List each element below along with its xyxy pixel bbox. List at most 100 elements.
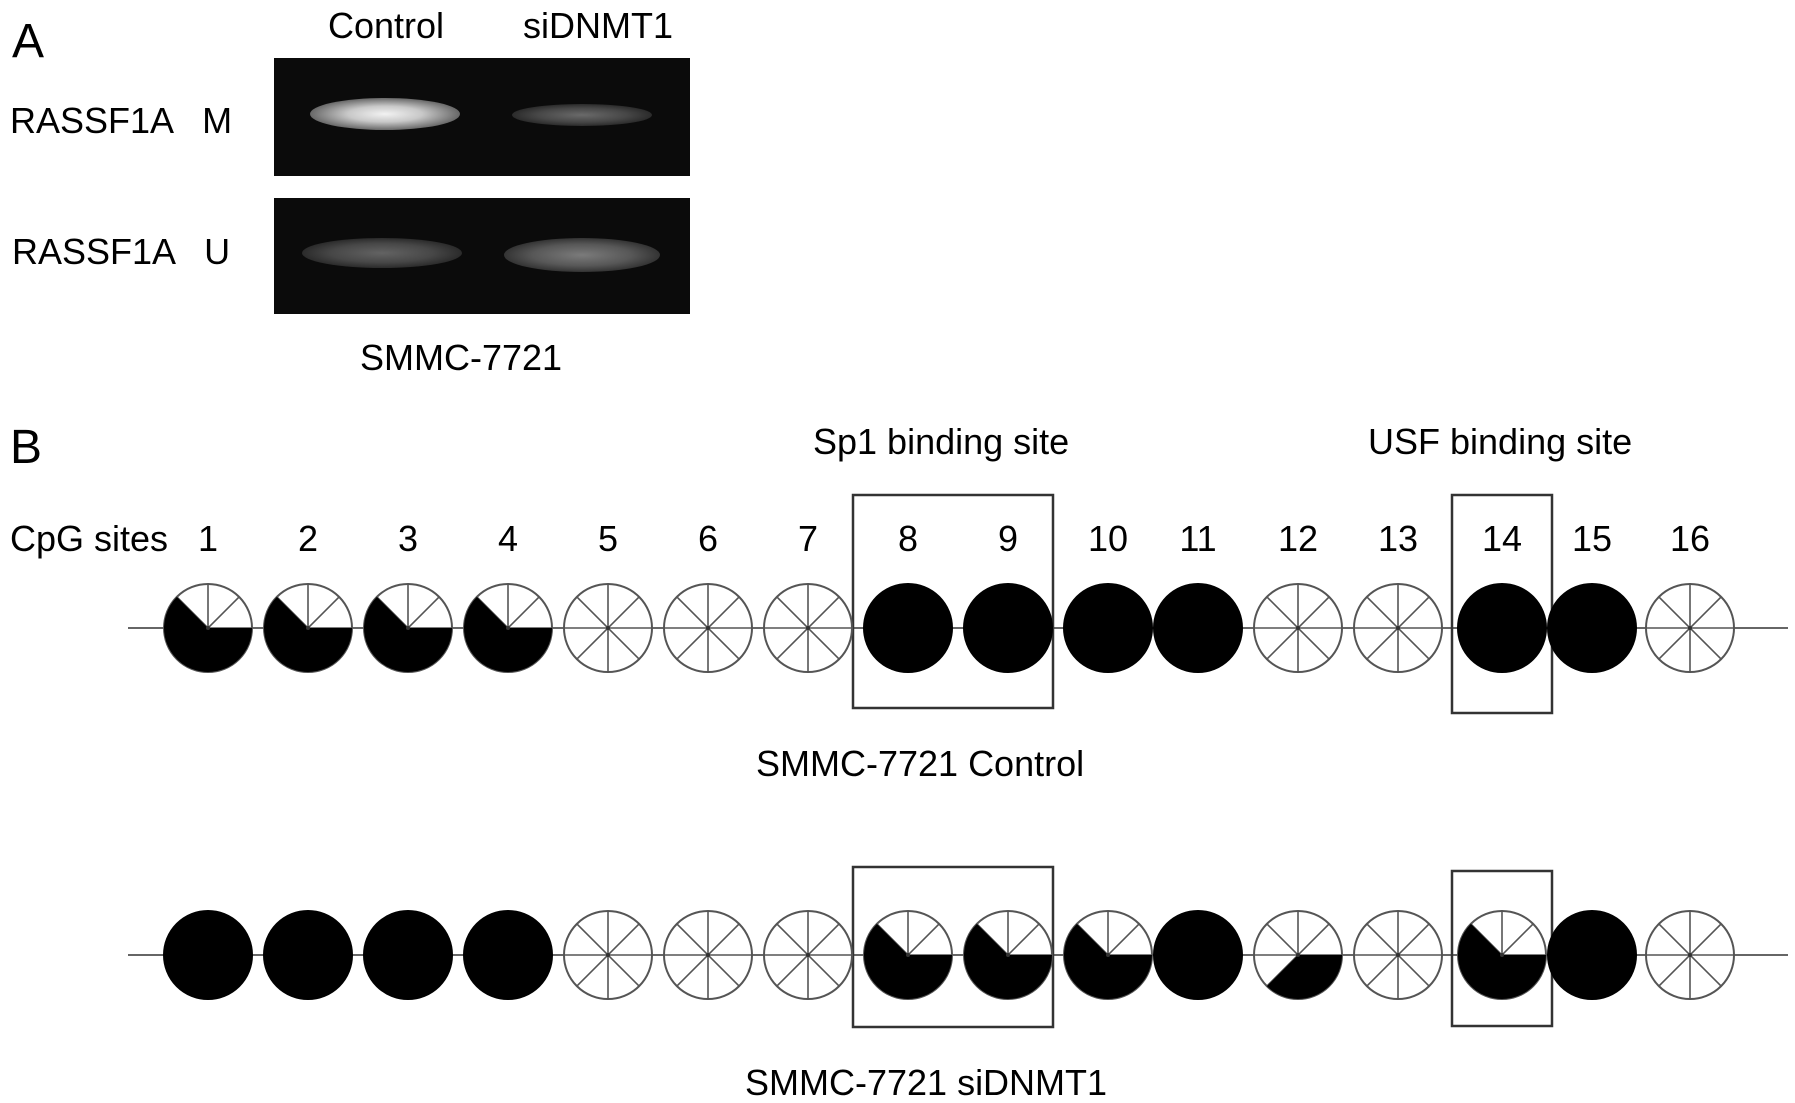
cpg-center-dot [306, 626, 310, 630]
cpg-center-dot [706, 626, 710, 630]
cpg-site-number: 6 [698, 518, 718, 559]
gel-band-sidnmt1-m [512, 104, 652, 126]
control-cpg-site-11 [1153, 583, 1243, 673]
cpg-center-dot [606, 953, 610, 957]
cpg-circle [1547, 910, 1637, 1000]
sidnmt1-cpg-site-1 [163, 910, 253, 1000]
sidnmt1-cpg-site-3 [363, 910, 453, 1000]
cpg-center-dot [906, 953, 910, 957]
cpg-methylated-sector [963, 923, 1052, 1000]
cpg-circle [1063, 583, 1153, 673]
cpg-center-dot [706, 953, 710, 957]
control-cpg-site-13 [1353, 583, 1443, 673]
control-cpg-site-6 [663, 583, 753, 673]
gel-image-methylated [274, 58, 690, 176]
lane-label-sidnmt1: siDNMT1 [523, 5, 673, 46]
sp1-binding-site-label: Sp1 binding site [813, 421, 1070, 462]
control-cpg-site-14 [1457, 583, 1547, 673]
sidnmt1-cpg-site-7 [763, 910, 853, 1000]
cpg-center-dot [806, 953, 810, 957]
cpg-site-number: 15 [1572, 518, 1612, 559]
cpg-methylated-sector [1064, 923, 1153, 1000]
cpg-methylated-sector [464, 596, 552, 673]
sidnmt1-cpg-site-12 [1253, 910, 1343, 1000]
gel-band-control-m [310, 98, 460, 130]
cpg-site-number: 4 [498, 518, 518, 559]
cpg-circle [1153, 910, 1243, 1000]
sidnmt1-cpg-site-8 [863, 910, 953, 1000]
gel-band-control-u [302, 238, 462, 268]
cpg-center-dot [206, 626, 210, 630]
cpg-center-dot [506, 626, 510, 630]
cpg-site-number: 10 [1088, 518, 1128, 559]
control-cpg-row [163, 583, 1735, 673]
cpg-site-number: 2 [298, 518, 318, 559]
primer-suffix: U [204, 231, 231, 272]
control-cpg-site-12 [1253, 583, 1343, 673]
sidnmt1-cpg-site-5 [563, 910, 653, 1000]
sidnmt1-cpg-site-11 [1153, 910, 1243, 1000]
sp1-binding-box-sidnmt1 [851, 865, 1055, 1029]
cpg-center-dot [1296, 953, 1300, 957]
usf-binding-site-label: USF binding site [1368, 421, 1633, 462]
cpg-methylated-sector [364, 596, 452, 672]
cpg-methylated-sector [1266, 955, 1342, 999]
control-cpg-site-8 [863, 583, 953, 673]
control-cpg-site-10 [1063, 583, 1153, 673]
cpg-site-number: 1 [198, 518, 218, 559]
cpg-circle [363, 910, 453, 1000]
sidnmt1-cpg-site-15 [1547, 910, 1637, 1000]
cpg-site-number: 16 [1670, 518, 1710, 559]
sidnmt1-cpg-site-13 [1353, 910, 1443, 1000]
control-cpg-site-15 [1547, 583, 1637, 673]
cpg-circle [263, 910, 353, 1000]
control-caption: SMMC-7721 Control [756, 743, 1085, 784]
cpg-circle [1153, 583, 1243, 673]
cpg-center-dot [1688, 953, 1692, 957]
cpg-circle [1457, 583, 1547, 673]
cpg-center-dot [1500, 953, 1504, 957]
gene-name: RASSF1A [10, 100, 175, 141]
cpg-site-number: 11 [1179, 518, 1216, 559]
cpg-center-dot [1106, 953, 1110, 957]
cpg-site-number: 5 [598, 518, 618, 559]
cpg-circle [963, 583, 1053, 673]
cpg-methylated-sector [263, 596, 352, 672]
control-cpg-site-4 [463, 583, 553, 673]
cpg-site-number: 7 [798, 518, 818, 559]
panel-a-letter: A [12, 15, 45, 68]
sidnmt1-cpg-site-4 [463, 910, 553, 1000]
sidnmt1-cpg-site-2 [263, 910, 353, 1000]
gel-image-unmethylated [274, 198, 690, 314]
sidnmt1-cpg-site-16 [1645, 910, 1735, 1000]
cpg-methylated-sector [1458, 923, 1546, 1000]
cpg-center-dot [1006, 953, 1010, 957]
cpg-center-dot [806, 626, 810, 630]
control-cpg-site-9 [963, 583, 1053, 673]
control-cpg-site-16 [1645, 583, 1735, 673]
cpg-sites-label: CpG sites [10, 518, 169, 559]
sidnmt1-cpg-site-6 [663, 910, 753, 1000]
sidnmt1-cpg-site-9 [963, 910, 1053, 1000]
cpg-site-number: 8 [898, 518, 918, 559]
cpg-site-number: 3 [398, 518, 418, 559]
control-cpg-site-1 [163, 583, 253, 673]
sp1-binding-box-control [851, 493, 1055, 710]
sidnmt1-cpg-site-10 [1063, 910, 1153, 1000]
cpg-circle [1547, 583, 1637, 673]
cpg-site-number: 12 [1278, 518, 1318, 559]
cpg-site-number: 9 [998, 518, 1018, 559]
cpg-methylated-sector [863, 923, 952, 1000]
cpg-circle [463, 910, 553, 1000]
sidnmt1-cpg-site-14 [1457, 910, 1547, 1000]
sidnmt1-caption: SMMC-7721 siDNMT1 [745, 1062, 1108, 1103]
panel-b-letter: B [10, 421, 43, 474]
cpg-center-dot [406, 626, 410, 630]
cpg-center-dot [1296, 626, 1300, 630]
panel-a-caption: SMMC-7721 [360, 337, 563, 378]
